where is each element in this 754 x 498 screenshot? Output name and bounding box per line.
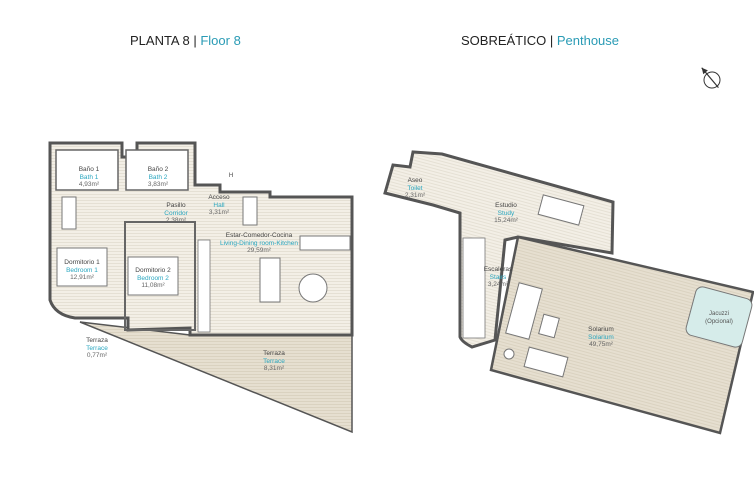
bedroom2-wall (124, 221, 196, 331)
jacuzzi-label: Jacuzzi(Opcional) (705, 311, 733, 325)
jacuzzi (685, 286, 753, 348)
solarium (489, 235, 754, 435)
study-table (537, 194, 585, 226)
wardrobe (61, 196, 77, 230)
kitchen-counter (299, 235, 351, 251)
wardrobe-2 (242, 196, 258, 226)
bed-1 (56, 247, 108, 287)
entrance-marker: H (228, 173, 234, 179)
bed-2 (127, 256, 179, 296)
bath2 (125, 149, 189, 191)
sofa (259, 257, 281, 303)
planter (503, 348, 515, 360)
sofa (505, 282, 543, 340)
north-arrow-icon (701, 67, 721, 89)
terrace-large (79, 321, 353, 434)
staircase (197, 239, 211, 333)
floor8-plan (48, 141, 354, 434)
dining-table (298, 273, 328, 303)
penthouse-title: SOBREÁTICO | Penthouse (461, 33, 620, 48)
bath1 (55, 149, 119, 191)
sofa-2 (523, 346, 569, 378)
stairs (462, 237, 486, 339)
coffee-table (538, 313, 560, 339)
penthouse-plan (383, 150, 754, 435)
floor8-title: PLANTA 8 | Floor 8 (130, 33, 241, 48)
